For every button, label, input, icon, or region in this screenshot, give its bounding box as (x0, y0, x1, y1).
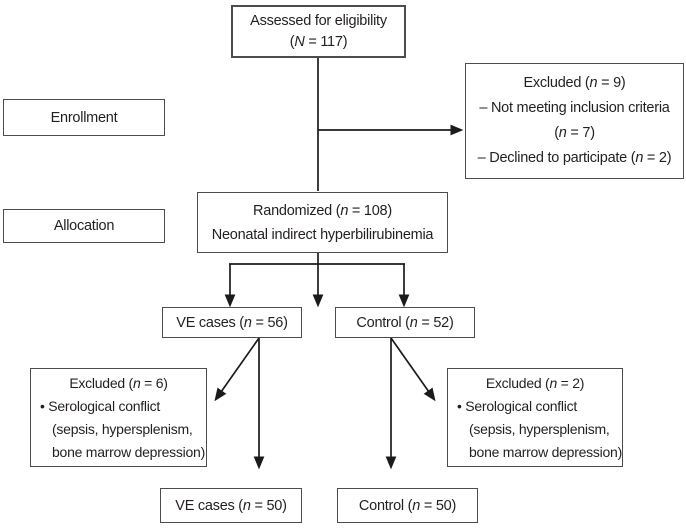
box-text-line: bone marrow depression) (469, 443, 622, 460)
box-excluded-control: Excluded (n = 2) • Serological conflict (s… (447, 368, 623, 467)
box-text-line: Excluded (n = 2) (485, 374, 585, 391)
box-ve-cases-56: VE cases (n = 56) (162, 307, 302, 338)
box-text-line: Enrollment (50, 109, 118, 126)
box-text-line: Allocation (53, 218, 115, 234)
box-allocation-label: Allocation (3, 209, 165, 243)
box-text-line: Assessed for eligibility (250, 12, 387, 29)
box-text-line: • Serological conflict (40, 397, 161, 414)
box-text-line: Control (n = 52) (356, 314, 454, 331)
box-assessed-eligibility: Assessed for eligibility (N = 117) (231, 5, 406, 58)
box-excluded-enrollment: Excluded (n = 9) – Not meeting inclusion … (465, 63, 684, 179)
box-text-line: – Declined to participate (n = 2) (477, 150, 672, 166)
box-text-line: VE cases (n = 50) (175, 497, 287, 514)
box-ve-cases-50: VE cases (n = 50) (160, 488, 302, 523)
box-control-52: Control (n = 52) (335, 307, 475, 338)
box-control-50: Control (n = 50) (337, 488, 478, 523)
box-text-line: Excluded (n = 6) (69, 374, 168, 391)
arrow-ve-to-excluded (214, 337, 260, 402)
box-text-line: VE cases (n = 56) (176, 314, 288, 331)
box-text-line: – Not meeting inclusion criteria (479, 100, 670, 116)
box-text-line: • Serological conflict (457, 397, 578, 414)
box-text-line: Randomized (n = 108) (253, 202, 392, 219)
box-text-line: (N = 117) (289, 33, 348, 50)
box-excluded-ve: Excluded (n = 6) • Serological conflict (s… (30, 368, 207, 467)
box-text-line: (sepsis, hypersplenism, (52, 420, 193, 437)
box-text-line: Neonatal indirect hyperbilirubinemia (211, 226, 434, 243)
box-text-line: (sepsis, hypersplenism, (469, 420, 610, 437)
box-randomized: Randomized (n = 108) Neonatal indirect hy… (197, 192, 448, 253)
box-text-line: Control (n = 50) (358, 497, 457, 514)
arrow-control-to-excluded (390, 337, 436, 402)
box-text-line: Excluded (n = 9) (523, 75, 626, 91)
box-text-line: bone marrow depression) (52, 443, 205, 460)
box-text-line: (n = 7) (554, 125, 595, 141)
box-enrollment-label: Enrollment (3, 99, 165, 136)
